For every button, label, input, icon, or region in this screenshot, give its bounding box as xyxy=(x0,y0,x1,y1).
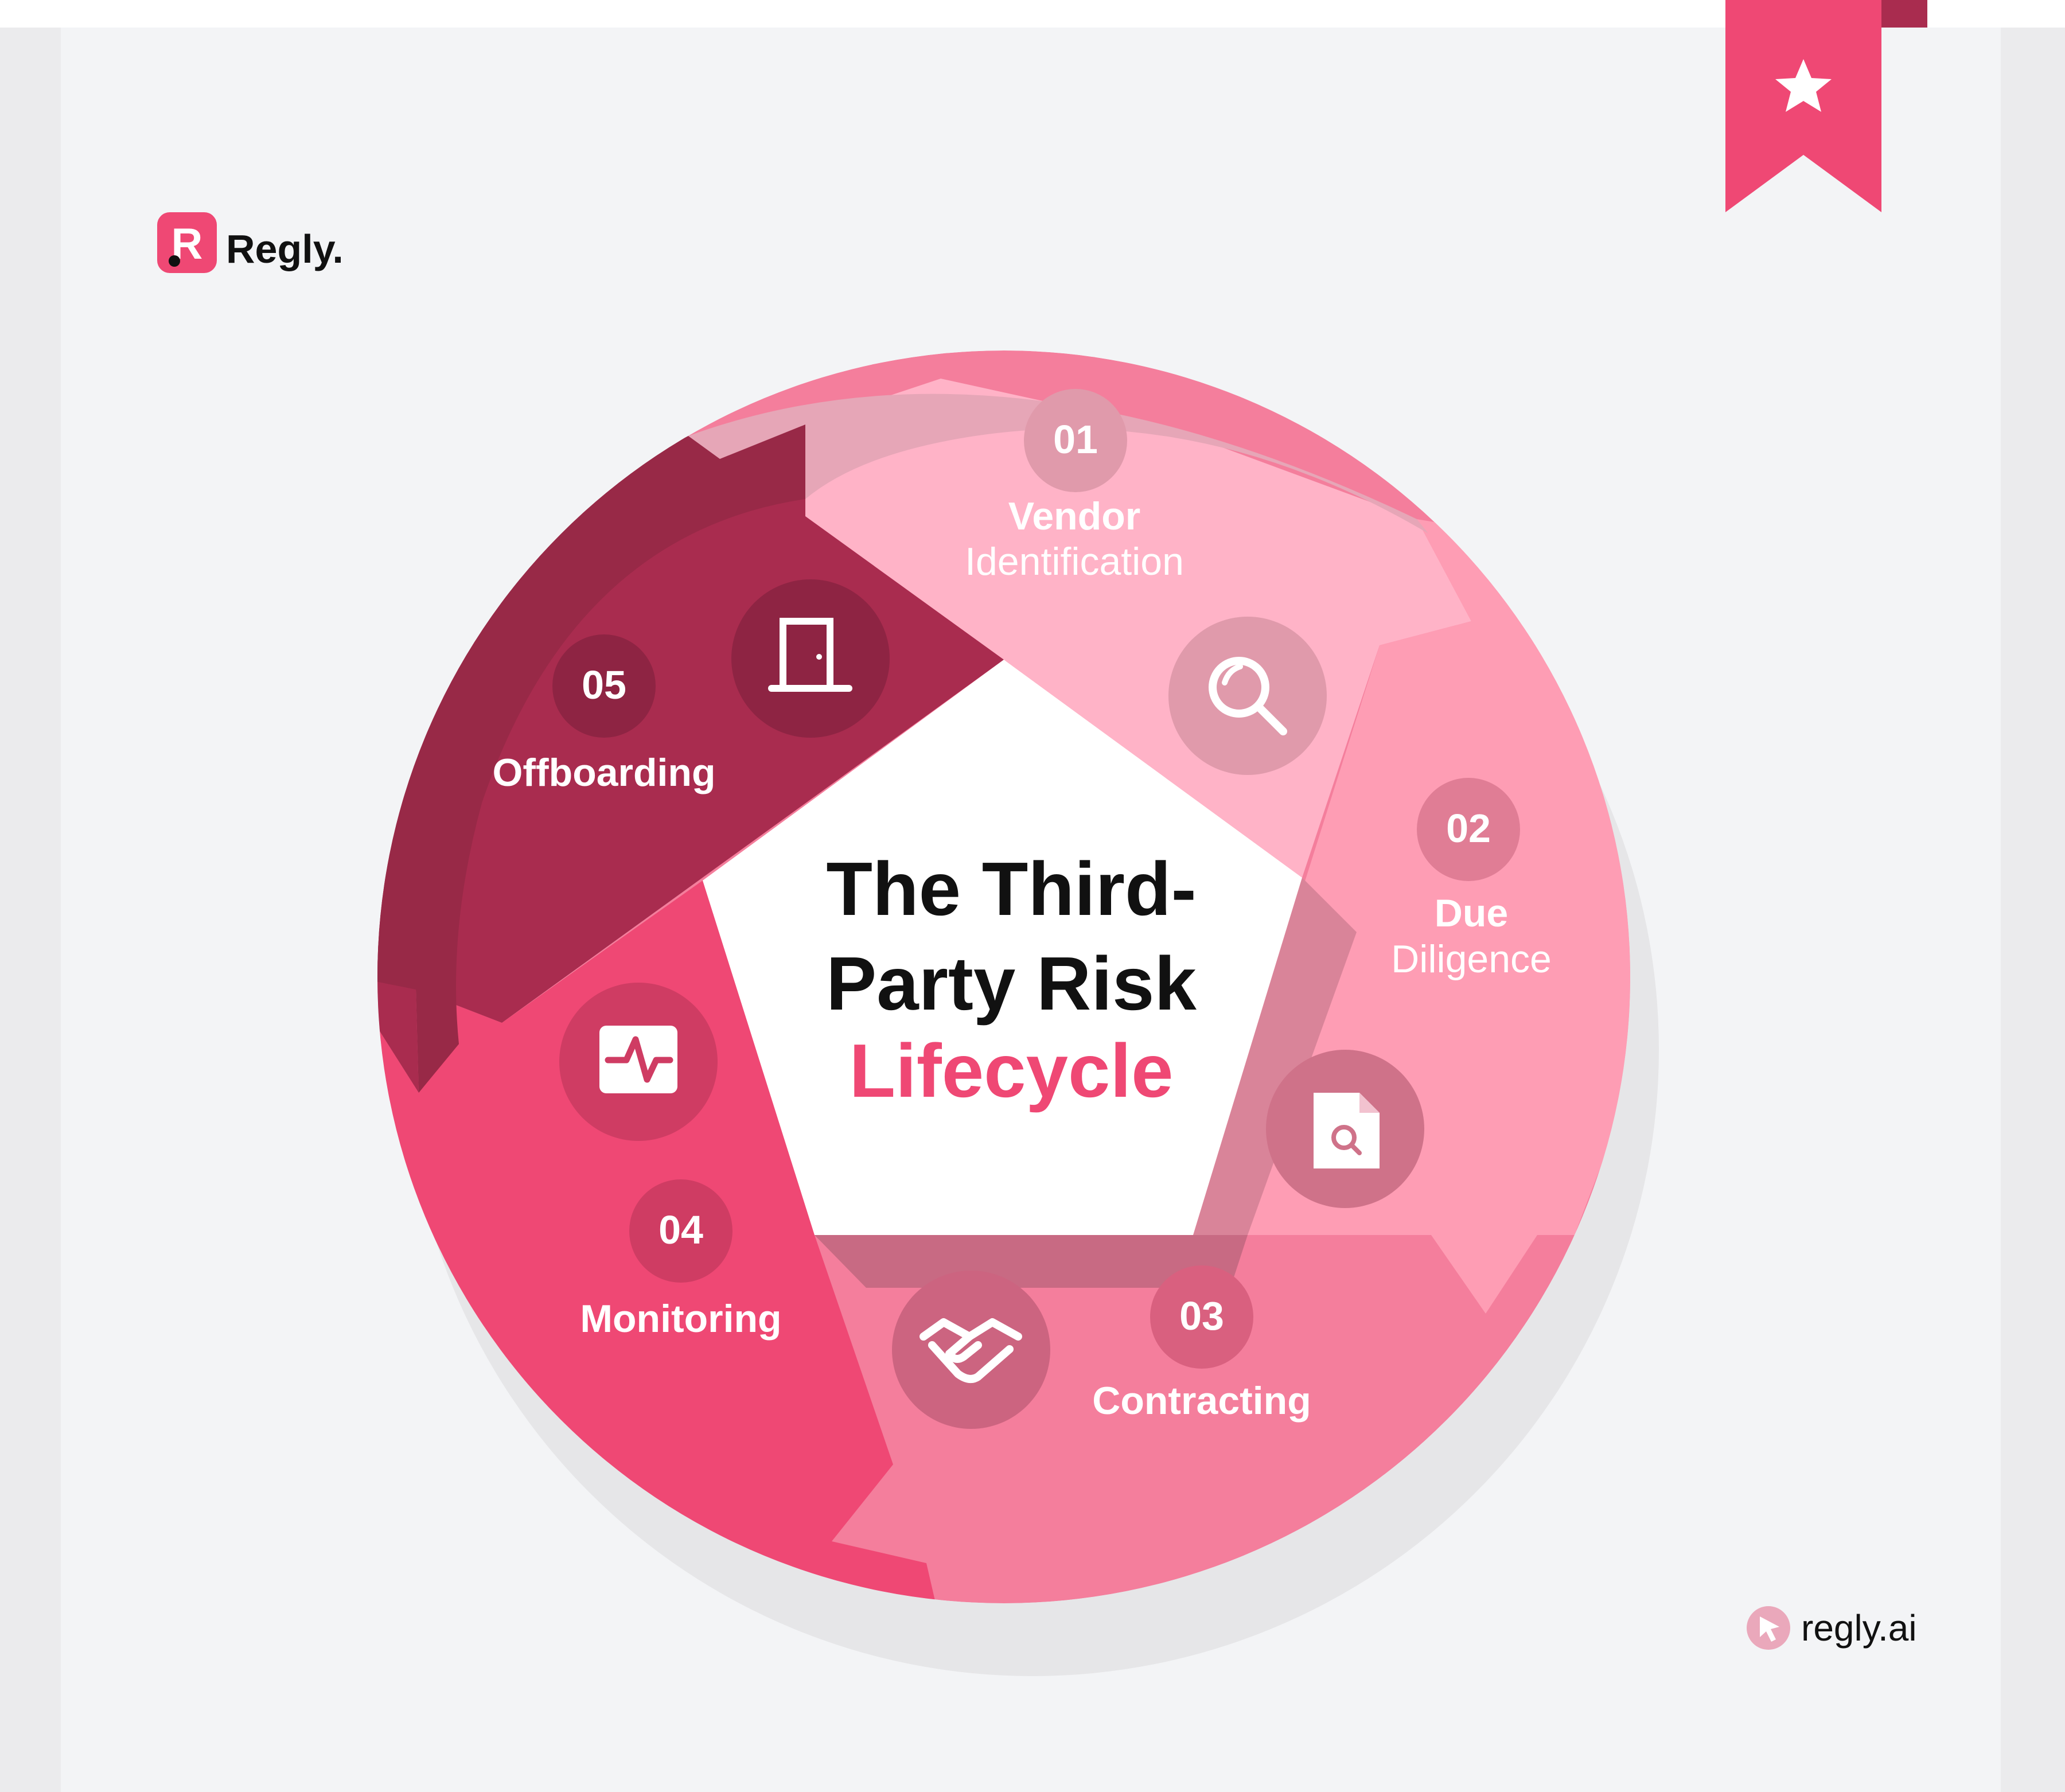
stage-3-number-badge xyxy=(1150,1265,1253,1369)
stage-3-label: Contracting xyxy=(1092,1379,1311,1423)
stage-1-icon-circle xyxy=(1168,617,1327,775)
stage-1-number: 01 xyxy=(1053,417,1098,462)
stage-2-number-badge xyxy=(1417,778,1520,881)
stage-2-label-bold: Due xyxy=(1435,891,1508,935)
stage-4-label: Monitoring xyxy=(580,1297,781,1341)
stage-2-number: 02 xyxy=(1446,806,1491,851)
stage-4-number: 04 xyxy=(659,1207,703,1252)
bookmark-ribbon xyxy=(1725,0,1927,212)
stage-4: 04 Monitoring xyxy=(559,983,782,1341)
stage-5: 05 Offboarding xyxy=(492,579,890,794)
activity-pulse-icon xyxy=(599,1026,677,1093)
brand-name: Regly. xyxy=(226,227,344,271)
cursor-icon xyxy=(1760,1616,1779,1642)
stage-5-number: 05 xyxy=(582,663,626,707)
handshake-icon xyxy=(919,1318,1022,1383)
stage-1-label-light: Identification xyxy=(965,540,1184,583)
stage-1-label-bold: Vendor xyxy=(1008,494,1141,538)
right-edge-strip xyxy=(2001,28,2065,1792)
logo-dot xyxy=(169,255,180,267)
star-icon xyxy=(1775,59,1832,112)
stage-5-icon-circle xyxy=(731,579,890,738)
stage-3-inner-overlap xyxy=(815,1235,1248,1288)
stage-2-inner-overlap xyxy=(1193,878,1357,1235)
center-pentagon xyxy=(703,660,1302,1235)
stage-5-label: Offboarding xyxy=(492,751,715,794)
stage-1: 01 Vendor Identification xyxy=(965,389,1327,775)
search-icon xyxy=(1209,657,1287,735)
stage-1-number-badge xyxy=(1024,389,1127,492)
stage-2-label-light: Diligence xyxy=(1391,937,1552,981)
stage-4-number-badge xyxy=(629,1179,733,1283)
door-icon xyxy=(768,618,852,692)
title-line-3: Lifecycle xyxy=(850,1029,1174,1113)
stage-2: 02 Due Diligence xyxy=(1266,778,1552,1208)
brand-logo: R Regly. xyxy=(157,212,344,273)
website-footer: regly.ai xyxy=(1747,1606,1917,1650)
document-search-icon xyxy=(1314,1093,1380,1168)
title-line-1: The Third- xyxy=(826,847,1196,931)
stage-5-number-badge xyxy=(552,634,656,738)
title-line-2: Party Risk xyxy=(826,941,1197,1026)
stage-3: 03 Contracting xyxy=(892,1265,1311,1429)
left-edge-strip xyxy=(0,28,61,1792)
diagram-title: The Third- Party Risk Lifecycle xyxy=(826,847,1197,1113)
stage-1-outer-band xyxy=(688,394,1428,533)
website-link[interactable]: regly.ai xyxy=(1801,1607,1917,1649)
stage-3-number: 03 xyxy=(1179,1294,1224,1338)
